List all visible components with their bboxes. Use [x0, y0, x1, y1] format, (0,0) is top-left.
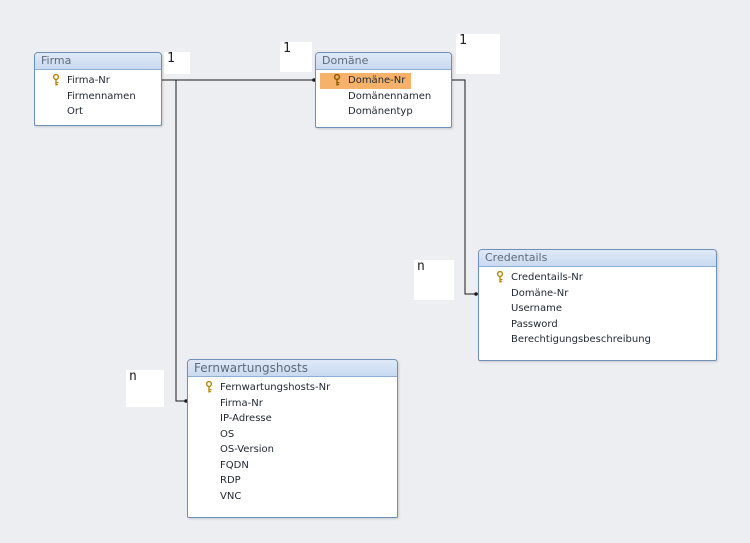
field-row[interactable]: VNC — [188, 489, 397, 505]
table-title[interactable]: Fernwartungshosts — [188, 360, 397, 377]
field-label: IP-Adresse — [220, 413, 272, 424]
field-label: Credentails-Nr — [511, 272, 583, 283]
field-label: Firmennamen — [67, 90, 136, 102]
field-label: Berechtigungsbeschreibung — [511, 334, 651, 345]
field-label: Ort — [67, 106, 83, 117]
cardinality-label: n — [414, 260, 454, 300]
table-title[interactable]: Credentails — [479, 250, 716, 267]
relation-firma-fernwartungshosts[interactable] — [161, 79, 188, 402]
field-label: Username — [511, 303, 562, 314]
field-label: Domänentyp — [348, 106, 413, 117]
field-label: VNC — [220, 490, 242, 502]
field-row[interactable]: Domänentyp — [316, 104, 451, 120]
field-row[interactable]: Domäne-Nr — [479, 286, 716, 302]
key-icon — [205, 381, 213, 393]
field-label: RDP — [220, 475, 241, 486]
field-row[interactable]: Username — [479, 301, 716, 317]
table-title[interactable]: Firma — [35, 53, 161, 70]
field-label: Firma-Nr — [67, 75, 110, 86]
field-label: Domäne-Nr — [348, 75, 406, 86]
field-row[interactable]: Ort — [35, 104, 161, 120]
field-row[interactable]: OS — [188, 427, 397, 443]
field-row[interactable]: Firma-Nr — [188, 396, 397, 412]
field-label: Firma-Nr — [220, 397, 263, 409]
field-label: Password — [511, 318, 558, 330]
table-firma[interactable]: Firma Firma-Nr Firmennamen Ort — [34, 52, 162, 126]
field-row[interactable]: RDP — [188, 473, 397, 489]
field-row[interactable]: Firmennamen — [35, 89, 161, 105]
field-label: OS-Version — [220, 444, 275, 455]
field-list: Credentails-Nr Domäne-Nr Username Passwo… — [479, 270, 716, 348]
field-row[interactable]: Domänennamen — [316, 89, 451, 105]
cardinality-label: n — [126, 370, 164, 407]
table-fernwartungshosts[interactable]: Fernwartungshosts Fernwartungshosts-Nr F… — [187, 359, 398, 518]
field-label: FQDN — [220, 459, 249, 471]
relation-domaene-credentails[interactable] — [450, 79, 478, 295]
cardinality-label: 1 — [456, 34, 500, 74]
field-row[interactable]: IP-Adresse — [188, 411, 397, 427]
field-row[interactable]: Password — [479, 317, 716, 333]
field-list: Firma-Nr Firmennamen Ort — [35, 73, 161, 120]
table-domaene[interactable]: Domäne Domäne-Nr Domänennamen Domänentyp — [315, 52, 452, 128]
field-label: OS — [220, 428, 235, 440]
field-label: Domänennamen — [348, 90, 432, 102]
field-list: Domäne-Nr Domänennamen Domänentyp — [316, 73, 451, 120]
cardinality-label: 1 — [164, 52, 190, 74]
field-list: Fernwartungshosts-Nr Firma-Nr IP-Adresse… — [188, 380, 397, 504]
field-label: Fernwartungshosts-Nr — [220, 382, 331, 393]
key-icon — [496, 271, 504, 283]
field-row[interactable]: FQDN — [188, 458, 397, 474]
cardinality-label: 1 — [280, 42, 312, 72]
key-icon — [52, 74, 60, 86]
field-row[interactable]: Firma-Nr — [35, 73, 161, 89]
field-row[interactable]: OS-Version — [188, 442, 397, 458]
table-credentails[interactable]: Credentails Credentails-Nr Domäne-Nr Use… — [478, 249, 717, 361]
field-row[interactable]: Fernwartungshosts-Nr — [188, 380, 397, 396]
field-row[interactable]: Credentails-Nr — [479, 270, 716, 286]
table-title[interactable]: Domäne — [316, 53, 451, 70]
field-row[interactable]: Berechtigungsbeschreibung — [479, 332, 716, 348]
field-label: Domäne-Nr — [511, 287, 569, 299]
key-icon — [333, 74, 341, 86]
field-row-selected[interactable]: Domäne-Nr — [320, 73, 411, 89]
